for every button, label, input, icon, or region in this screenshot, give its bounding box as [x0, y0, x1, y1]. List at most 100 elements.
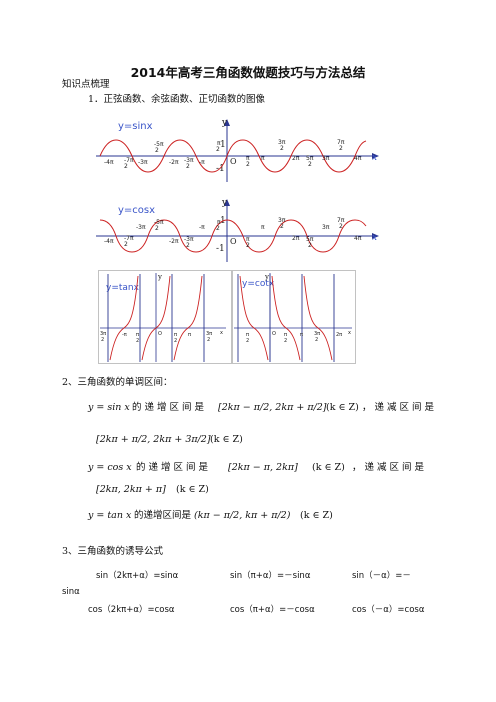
svg-text:-3π: -3π — [138, 159, 148, 166]
svg-text:2: 2 — [136, 338, 139, 344]
svg-text:2π: 2π — [292, 155, 300, 162]
svg-text:2: 2 — [280, 145, 284, 152]
svg-text:2: 2 — [315, 337, 318, 343]
svg-text:2: 2 — [339, 145, 343, 152]
svg-text:5π: 5π — [306, 236, 314, 243]
tan-branch — [141, 275, 171, 361]
svg-text:2: 2 — [174, 338, 177, 344]
svg-text:2: 2 — [101, 337, 104, 343]
cos-inc-text: 的递增区间是 — [136, 462, 212, 473]
y-neg-one-label: -1 — [216, 244, 225, 254]
kz-note: (k ∈ Z) — [300, 510, 333, 521]
svg-text:2: 2 — [124, 163, 128, 170]
svg-text:x: x — [348, 330, 351, 336]
section-label: 知识点梳理 — [62, 79, 110, 90]
svg-text:-3π: -3π — [184, 157, 194, 164]
svg-text:2: 2 — [207, 337, 210, 343]
svg-text:2: 2 — [216, 225, 220, 232]
y-axis-label: y — [157, 273, 162, 281]
svg-text:-5π: -5π — [154, 219, 164, 226]
svg-text:-3π: -3π — [184, 236, 194, 243]
y-axis-arrow — [224, 119, 230, 126]
svg-text:4π: 4π — [354, 235, 362, 242]
svg-text:π: π — [188, 332, 191, 338]
svg-text:π: π — [284, 332, 287, 338]
svg-text:π: π — [217, 219, 221, 226]
cos-dec-interval: [2kπ, 2kπ + π] — [96, 484, 166, 495]
x-axis-arrow — [372, 153, 379, 159]
svg-text:-π: -π — [199, 224, 205, 231]
svg-text:7π: 7π — [337, 139, 345, 146]
svg-text:π: π — [246, 236, 250, 243]
svg-text:2: 2 — [308, 242, 312, 249]
sine-curve — [99, 139, 367, 173]
formula-sin-pi: sin（π+α）=－sinα — [230, 571, 311, 581]
svg-text:3π: 3π — [206, 331, 212, 337]
svg-text:2: 2 — [246, 161, 250, 168]
item2-heading: 2、三角函数的单调区间： — [62, 377, 173, 388]
svg-text:2: 2 — [308, 161, 312, 168]
tan-function: y = tan x — [88, 510, 132, 521]
kz-note: (k ∈ Z) — [176, 484, 209, 495]
svg-text:2: 2 — [186, 242, 190, 249]
svg-text:π: π — [174, 332, 177, 338]
y-axis-arrow — [224, 199, 230, 206]
formula-cos-pi: cos（π+α）=－cosα — [230, 605, 315, 615]
svg-text:-7π: -7π — [124, 235, 134, 242]
cos-function: y = cos x — [88, 462, 132, 473]
cosine-graph-label: y=cosx — [118, 205, 155, 216]
formula-sin-neg-wrap: sinα — [62, 587, 80, 597]
svg-text:π: π — [300, 332, 303, 338]
svg-text:3π: 3π — [278, 139, 286, 146]
svg-text:5π: 5π — [306, 155, 314, 162]
svg-text:-2π: -2π — [169, 238, 179, 245]
svg-text:2: 2 — [155, 147, 159, 154]
tan-inc-text: 的递增区间是 — [134, 510, 192, 521]
origin-label: O — [230, 157, 237, 166]
cot-branch — [303, 275, 333, 361]
svg-text:-4π: -4π — [104, 238, 114, 245]
sine-graph: y=sinx x y O 1 -1 -4π-7π2 -3π-5π2 -2π-3π… — [96, 118, 379, 182]
cot-branch — [239, 275, 269, 361]
svg-text:2π: 2π — [336, 332, 342, 338]
svg-text:π: π — [246, 155, 250, 162]
svg-text:π: π — [246, 332, 249, 338]
svg-text:3π: 3π — [278, 217, 286, 224]
svg-text:-π: -π — [122, 332, 127, 338]
x-axis-label: x — [372, 153, 377, 163]
svg-text:2π: 2π — [292, 235, 300, 242]
svg-text:2: 2 — [155, 225, 159, 232]
cotangent-graph-label: y=cotx — [242, 279, 275, 289]
y-axis-label: y — [264, 273, 269, 281]
cos-inc-interval: [2kπ − π, 2kπ] — [228, 462, 298, 473]
y-axis-label: y — [221, 118, 228, 128]
svg-text:3π: 3π — [322, 224, 330, 231]
item3-heading: 3、三角函数的诱导公式 — [62, 546, 164, 557]
svg-text:-4π: -4π — [104, 159, 114, 166]
cosine-curve — [99, 219, 367, 253]
svg-text:3π: 3π — [314, 331, 320, 337]
svg-text:2: 2 — [280, 223, 284, 230]
origin-label: O — [230, 237, 237, 246]
formula-sin-2kpi: sin（2kπ+α）=sinα — [96, 571, 179, 581]
document-title: 2014年高考三角函数做题技巧与方法总结 — [130, 65, 366, 80]
sin-dec-text: ，递减区间是 — [362, 402, 438, 413]
svg-text:3π: 3π — [322, 155, 330, 162]
x-axis-label: x — [372, 233, 377, 243]
formula-sin-neg: sin（－α）=－ — [352, 571, 411, 581]
svg-text:2: 2 — [246, 242, 250, 249]
tan-inc-interval: (kπ − π/2, kπ + π/2) — [194, 510, 291, 521]
sine-graph-label: y=sinx — [118, 121, 153, 132]
svg-text:x: x — [220, 330, 223, 336]
formula-cos-2kpi: cos（2kπ+α）=cosα — [88, 605, 175, 615]
svg-text:2: 2 — [216, 146, 220, 153]
cos-dec-text: ，递减区间是 — [352, 462, 428, 473]
sin-dec-interval: [2kπ + π/2, 2kπ + 3π/2] — [96, 434, 211, 445]
svg-text:π: π — [261, 155, 265, 162]
svg-text:2: 2 — [339, 223, 343, 230]
x-axis-arrow — [372, 233, 379, 239]
svg-text:-3π: -3π — [136, 224, 146, 231]
svg-text:-π: -π — [199, 159, 205, 166]
